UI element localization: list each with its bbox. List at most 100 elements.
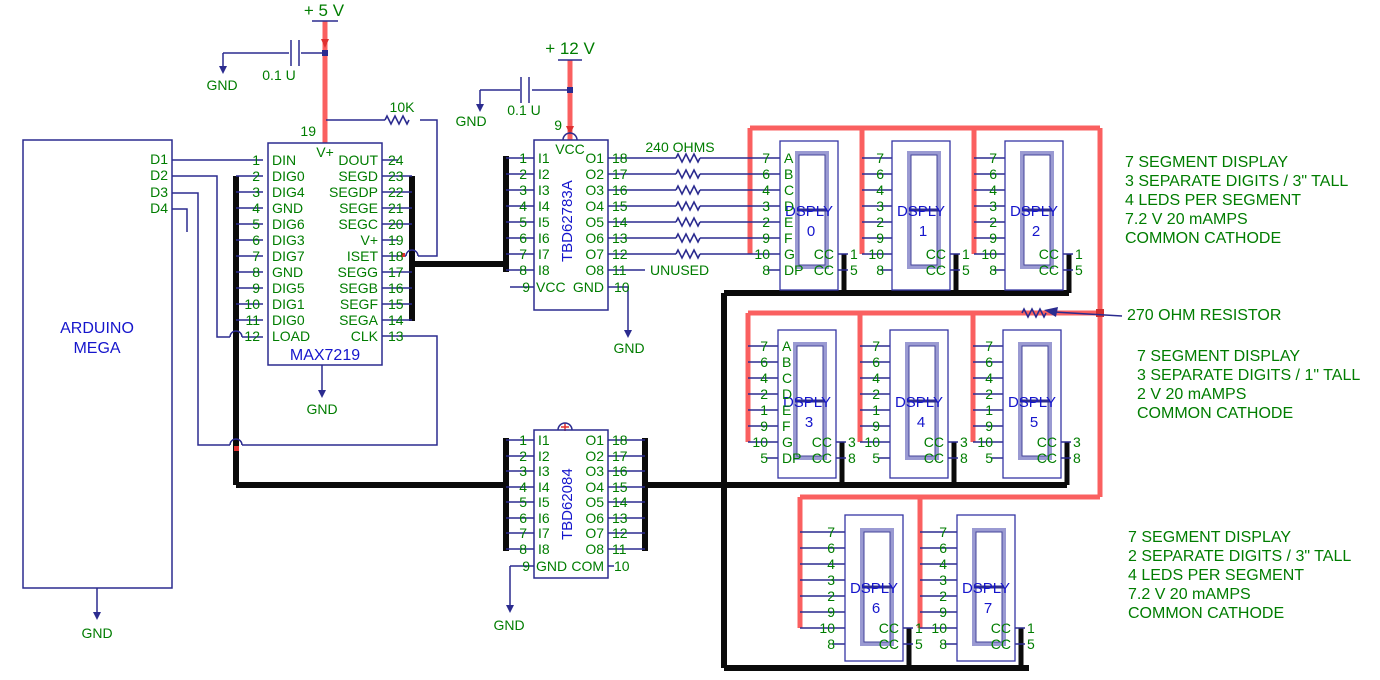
pin-num: 12 <box>612 246 628 262</box>
pin-label: I1 <box>538 150 550 166</box>
seg-letter: F <box>784 230 793 246</box>
cc-num: 5 <box>1075 262 1083 278</box>
pin-num: 9 <box>760 418 768 434</box>
resistor-240-icon <box>675 217 701 227</box>
pin-label: DIG5 <box>272 280 305 296</box>
cap-label: 0.1 U <box>507 102 540 118</box>
pin-label: SEGF <box>340 296 378 312</box>
pin-num: 23 <box>388 168 404 184</box>
seg-letter: G <box>782 434 793 450</box>
pin-num: 2 <box>252 168 260 184</box>
seg-letter: E <box>784 214 793 230</box>
pin-label: GND <box>536 558 567 574</box>
bus <box>721 290 1069 671</box>
pin-num: 12 <box>244 328 260 344</box>
pin-label: GND <box>272 200 303 216</box>
pin-num: 10 <box>819 620 835 636</box>
note-line: 7.2 V 20 mAMPS <box>1128 586 1251 603</box>
pin-num: 4 <box>985 370 993 386</box>
pin-num: 17 <box>612 448 628 464</box>
pin-num: 9 <box>554 117 562 133</box>
resistor-10k-icon <box>384 115 410 125</box>
pin-label: VCC <box>536 279 566 295</box>
pin-num: 2 <box>762 214 770 230</box>
pin-num: 3 <box>939 572 947 588</box>
pin-label: I4 <box>538 198 550 214</box>
wire <box>768 157 1005 271</box>
wire <box>747 125 1103 497</box>
wire-hop <box>229 132 578 446</box>
pin-label: V+ <box>360 232 378 248</box>
pin-num: 10 <box>244 296 260 312</box>
pin-num: 2 <box>872 386 880 402</box>
display-digit: 4 <box>917 414 925 431</box>
pin-label: I5 <box>538 494 550 510</box>
signal-wires <box>96 20 1123 645</box>
pin-label: O1 <box>585 150 604 166</box>
pin-label: I3 <box>538 463 550 479</box>
cc-num: 1 <box>1075 246 1083 262</box>
wire <box>222 20 338 66</box>
arduino-box <box>22 139 173 589</box>
pin-num: 1 <box>760 402 768 418</box>
pin-num: 7 <box>519 525 527 541</box>
pin-num: 4 <box>519 479 527 495</box>
cc-drop <box>841 254 1072 293</box>
pin-num: 6 <box>519 230 527 246</box>
pin-label: V+ <box>316 144 334 160</box>
pin-num: 13 <box>388 328 404 344</box>
pin-label: O8 <box>585 262 604 278</box>
cc-num: 5 <box>962 262 970 278</box>
red-arrow-icon <box>566 126 574 135</box>
pin-num: 14 <box>612 214 628 230</box>
pin-num: 10 <box>614 279 630 295</box>
pin-label: O6 <box>585 230 604 246</box>
pin-label: O2 <box>585 448 604 464</box>
pin-num: 9 <box>522 279 530 295</box>
seg-letter: C <box>784 182 794 198</box>
pin-num: 13 <box>612 510 628 526</box>
pin-num: 4 <box>872 370 880 386</box>
cc-label: CC <box>924 450 944 466</box>
junction-dot <box>322 50 328 56</box>
note-line: 3 SEPARATE DIGITS / 3" TALL <box>1125 173 1348 190</box>
pin-num: 2 <box>760 386 768 402</box>
pin-num: 9 <box>762 230 770 246</box>
pin-num: 7 <box>519 246 527 262</box>
pin-num: 17 <box>388 264 404 280</box>
pin-label: DIG0 <box>272 312 305 328</box>
pin-label: O2 <box>585 166 604 182</box>
pin-label: I2 <box>538 448 550 464</box>
note-line: COMMON CATHODE <box>1128 605 1284 622</box>
chip-name: TBD62084 <box>559 468 576 540</box>
display-box <box>779 140 839 291</box>
pin-label: SEGB <box>339 280 378 296</box>
seg-letter: A <box>784 150 794 166</box>
pin-num: 8 <box>939 636 947 652</box>
cap-label: 0.1 U <box>262 67 295 83</box>
gnd-arrow-icon <box>476 104 484 112</box>
pin-label: I1 <box>538 432 550 448</box>
pin-label: I2 <box>538 166 550 182</box>
pin-num: 12 <box>612 525 628 541</box>
pin-label: I5 <box>538 214 550 230</box>
display-label: DSPLY <box>897 203 945 220</box>
pin-label: DIG0 <box>272 168 305 184</box>
pin-num: 3 <box>519 182 527 198</box>
display-label: DSPLY <box>785 203 833 220</box>
gnd-arrow-icon <box>318 390 326 398</box>
wire <box>172 159 438 446</box>
pin-label: O3 <box>585 182 604 198</box>
pin-label: DIG1 <box>272 296 305 312</box>
pin-num: 7 <box>939 524 947 540</box>
pin-label: DIG4 <box>272 184 305 200</box>
pin-num: 1 <box>252 152 260 168</box>
wire <box>608 157 780 271</box>
gnd-label: GND <box>81 625 112 641</box>
pin-num: 13 <box>612 230 628 246</box>
